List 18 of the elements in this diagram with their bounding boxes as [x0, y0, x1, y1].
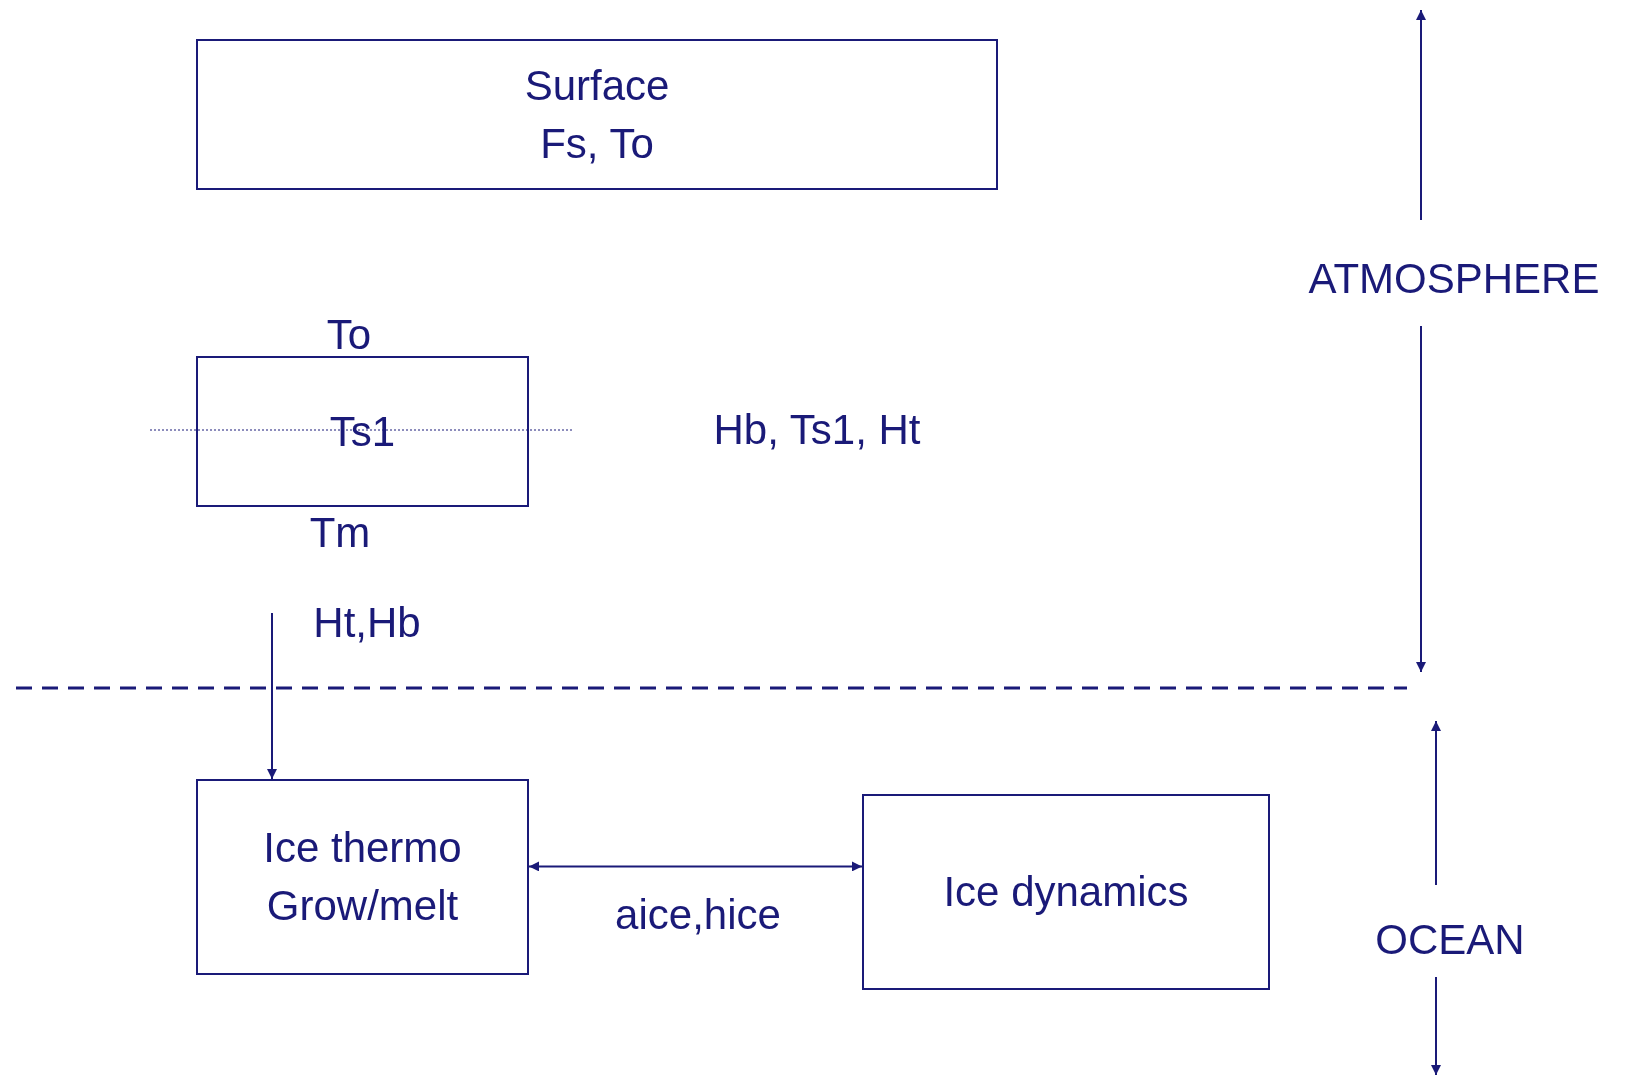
box-text: Ice thermo Grow/melt — [262, 823, 463, 931]
variable-label: Tm — [309, 508, 371, 558]
box-text: Fs, To — [540, 118, 654, 169]
variable-label: Hb, Ts1, Ht — [713, 405, 921, 455]
box-text: Ts1 — [329, 406, 396, 457]
edge-label: aice,hice — [615, 890, 781, 940]
process-box — [196, 356, 529, 507]
region-label: OCEAN — [1375, 915, 1525, 965]
process-box — [196, 39, 998, 190]
region-label: ATMOSPHERE — [1308, 254, 1600, 304]
box-text: Surface — [524, 60, 670, 111]
arrow — [267, 612, 277, 780]
process-box — [862, 794, 1270, 990]
arrow — [528, 861, 863, 872]
variable-label: To — [326, 310, 372, 360]
box-text: Ice dynamics — [943, 867, 1189, 917]
edge-label: Ht,Hb — [313, 598, 421, 648]
process-box — [196, 779, 529, 975]
